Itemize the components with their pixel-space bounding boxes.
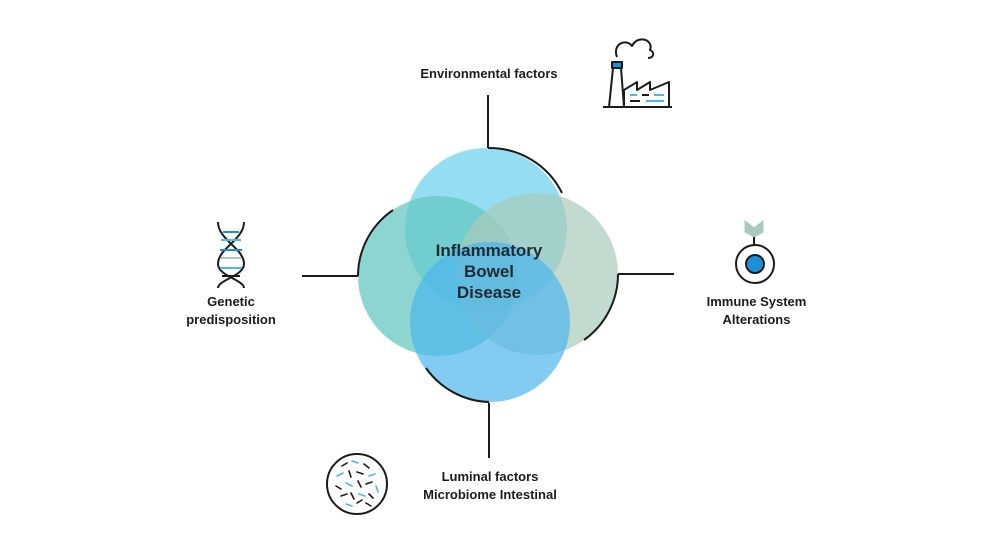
genetic-line2: predisposition <box>186 312 276 327</box>
center-title-line1: Inflammatory <box>435 241 543 260</box>
environmental-factors-text: Environmental factors <box>420 66 558 81</box>
venn-circles <box>358 148 618 402</box>
luminal-line2: Microbiome Intestinal <box>423 487 557 502</box>
arc-top <box>487 146 563 194</box>
luminal-line1: Luminal factors <box>441 469 539 484</box>
microbiome-icon <box>326 453 388 515</box>
factory-icon <box>603 38 672 108</box>
arc-right <box>583 273 619 341</box>
genetic-predisposition-label: Genetic predisposition <box>166 293 296 329</box>
immune-line2: Alterations <box>722 312 791 327</box>
circle-bottom <box>410 242 570 402</box>
center-title-line3: Disease <box>456 283 522 302</box>
immune-system-label: Immune System Alterations <box>684 293 829 329</box>
center-title: Inflammatory Bowel Disease <box>400 240 578 303</box>
arc-bottom <box>425 367 490 403</box>
center-title-line2: Bowel <box>463 262 515 281</box>
genetic-line1: Genetic <box>207 294 255 309</box>
dna-icon <box>216 221 246 289</box>
immune-cell-icon <box>735 219 775 284</box>
arc-left <box>357 209 394 277</box>
environmental-factors-label: Environmental factors <box>398 65 580 83</box>
immune-line1: Immune System <box>706 294 807 309</box>
luminal-factors-label: Luminal factors Microbiome Intestinal <box>404 468 576 504</box>
